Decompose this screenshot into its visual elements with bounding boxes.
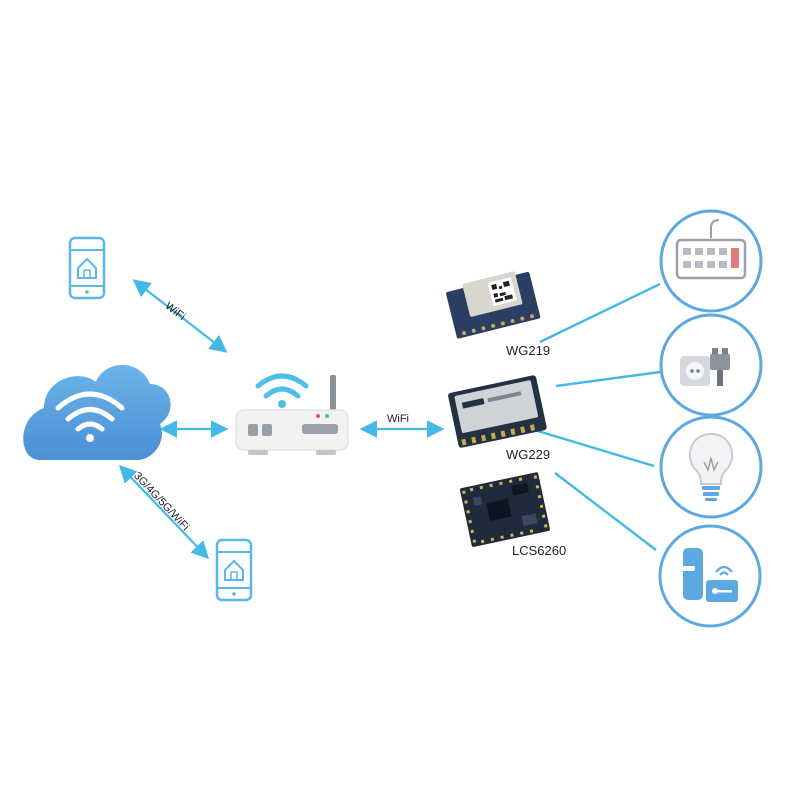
line-to-socket xyxy=(555,370,661,388)
module-lcs6260 xyxy=(459,472,550,547)
phone-icon-top xyxy=(68,236,106,300)
module-label-wg219: WG219 xyxy=(506,343,551,358)
phone-icon-bottom xyxy=(215,538,253,602)
line-to-lock xyxy=(554,472,657,551)
power-socket-icon xyxy=(659,313,763,417)
module-label-wg229: WG229 xyxy=(506,447,551,462)
keyboard-icon xyxy=(659,209,763,313)
light-bulb-icon xyxy=(659,415,763,519)
line-to-bulb xyxy=(527,426,655,468)
line-to-keyboard xyxy=(539,282,661,344)
arrow-phone-router xyxy=(132,279,228,353)
cloud-wifi-icon xyxy=(23,365,171,460)
smart-lock-icon xyxy=(658,524,762,628)
arrow-cloud-phone xyxy=(118,464,210,560)
module-wg219 xyxy=(446,271,541,339)
wifi-label-mid: WiFi xyxy=(387,413,409,425)
router-icon xyxy=(235,373,349,455)
module-wg229 xyxy=(448,375,547,448)
module-label-lcs6260: LCS6260 xyxy=(512,543,567,558)
